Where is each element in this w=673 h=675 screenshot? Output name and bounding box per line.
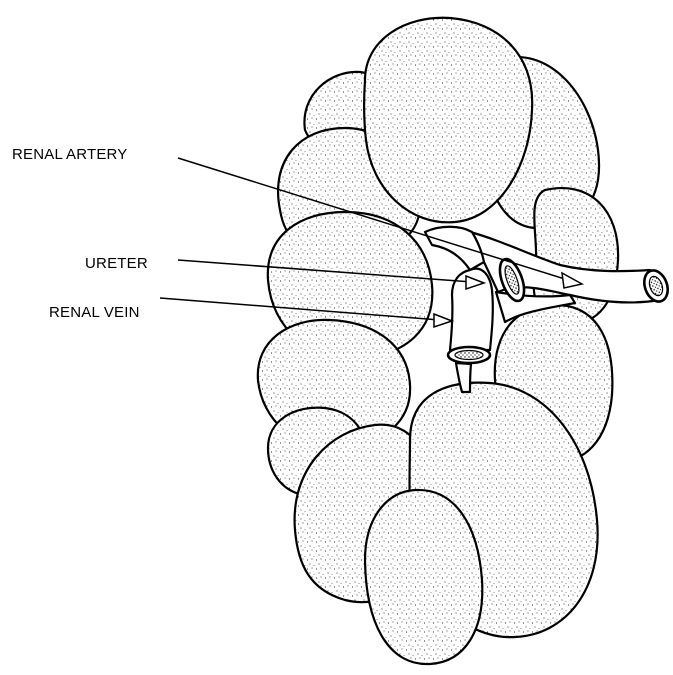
- ureter-lumen: [455, 351, 483, 360]
- renal-artery-label: RENAL ARTERY: [12, 146, 128, 163]
- ureter-label: URETER: [85, 255, 148, 272]
- lobe-bottom-front: [365, 490, 482, 664]
- renal-vein-label: RENAL VEIN: [49, 304, 140, 321]
- renal-vein-arrowhead: [434, 314, 452, 327]
- kidney-lobes: [258, 18, 618, 664]
- labels: RENAL ARTERY URETER RENAL VEIN: [12, 146, 148, 321]
